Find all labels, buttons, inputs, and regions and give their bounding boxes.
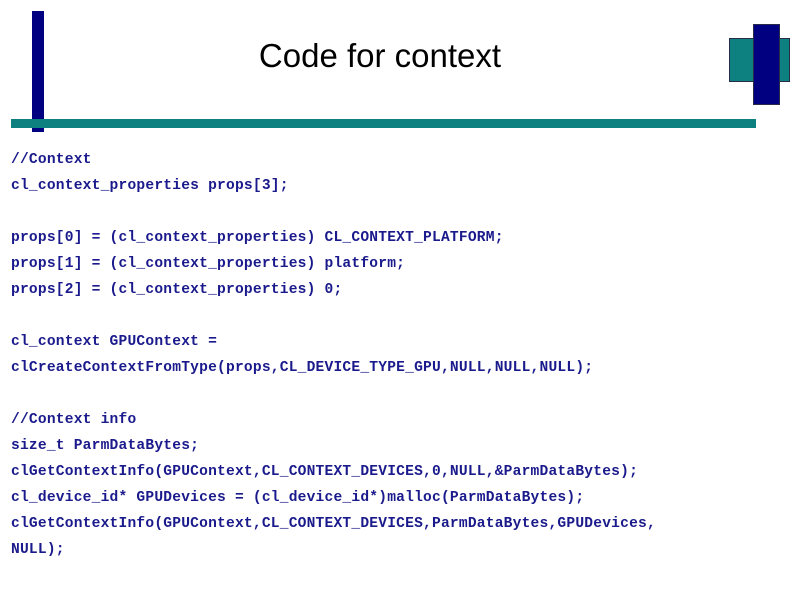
code-line: cl_context GPUContext = xyxy=(11,334,218,350)
code-block-props-block: props[0] = (cl_context_properties) CL_CO… xyxy=(11,225,791,303)
code-line: //Context info xyxy=(11,412,137,428)
code-line: clCreateContextFromType(props,CL_DEVICE_… xyxy=(11,360,594,376)
code-line: //Context xyxy=(11,152,92,168)
header-horizontal-divider xyxy=(11,119,756,128)
header-left-vertical-bar-decoration xyxy=(32,11,44,132)
code-line: props[2] = (cl_context_properties) 0; xyxy=(11,282,343,298)
code-line: props[1] = (cl_context_properties) platf… xyxy=(11,256,406,272)
code-body: //Context cl_context_properties props[3];… xyxy=(11,147,791,563)
page-title: Code for context xyxy=(258,37,502,74)
code-line: clGetContextInfo(GPUContext,CL_CONTEXT_D… xyxy=(11,516,656,532)
code-line: clGetContextInfo(GPUContext,CL_CONTEXT_D… xyxy=(11,464,639,480)
code-block-context-info-block: //Context info size_t ParmDataBytes; clGet… xyxy=(11,407,791,563)
code-line: size_t ParmDataBytes; xyxy=(11,438,200,454)
code-line: cl_device_id* GPUDevices = (cl_device_id… xyxy=(11,490,585,506)
code-line: props[0] = (cl_context_properties) CL_CO… xyxy=(11,230,504,246)
code-block-context-block: //Context cl_context_properties props[3]; xyxy=(11,147,791,199)
code-line: NULL); xyxy=(11,542,65,558)
code-block-create-context-block: cl_context GPUContext = clCreateContextFr… xyxy=(11,329,791,381)
code-line: cl_context_properties props[3]; xyxy=(11,178,289,194)
header-navy-rectangle-decoration xyxy=(753,24,780,105)
